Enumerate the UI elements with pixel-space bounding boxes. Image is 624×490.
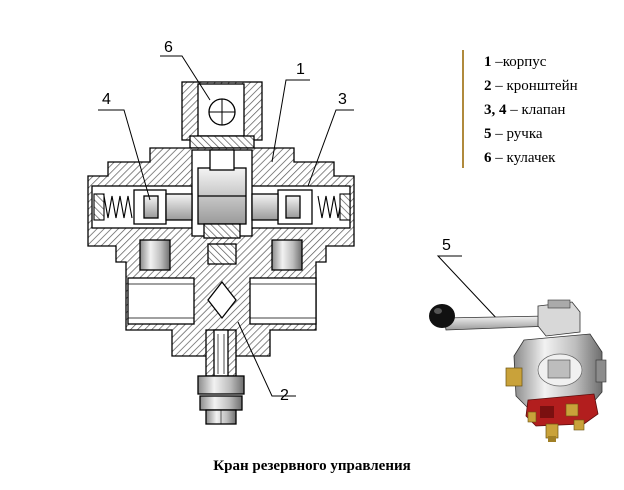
legend-item-3: 3, 4 – клапан: [484, 102, 566, 118]
valve-3d-illustration: [429, 299, 607, 442]
spring-right: [317, 193, 351, 221]
legend-item-2: 2 – кронштейн: [484, 78, 578, 94]
handle-knob: [429, 304, 455, 328]
port-left: [127, 277, 195, 325]
callout-6: 6: [164, 39, 173, 56]
legend-item-4: 5 – ручка: [484, 126, 543, 142]
cross-section-drawing: [87, 81, 355, 425]
parts-legend: 1 –корпус 2 – кронштейн 3, 4 – клапан 5 …: [462, 50, 578, 168]
callout-1: 1: [296, 61, 305, 78]
valve-base-red: [525, 393, 599, 427]
figure-caption: Кран резервного управления: [213, 458, 411, 474]
handle-lever: [443, 315, 553, 331]
port-right: [249, 277, 317, 325]
callout-2: 2: [280, 387, 289, 404]
callout-leaders: [98, 55, 501, 397]
callout-3: 3: [338, 91, 347, 108]
callout-4: 4: [102, 91, 111, 108]
legend-item-1: 1 –корпус: [484, 54, 547, 70]
spring-left: [93, 193, 133, 221]
legend-item-5: 6 – кулачек: [484, 150, 556, 166]
callout-5: 5: [442, 237, 451, 254]
nut-lower: [199, 395, 243, 411]
nut-upper: [197, 375, 245, 395]
